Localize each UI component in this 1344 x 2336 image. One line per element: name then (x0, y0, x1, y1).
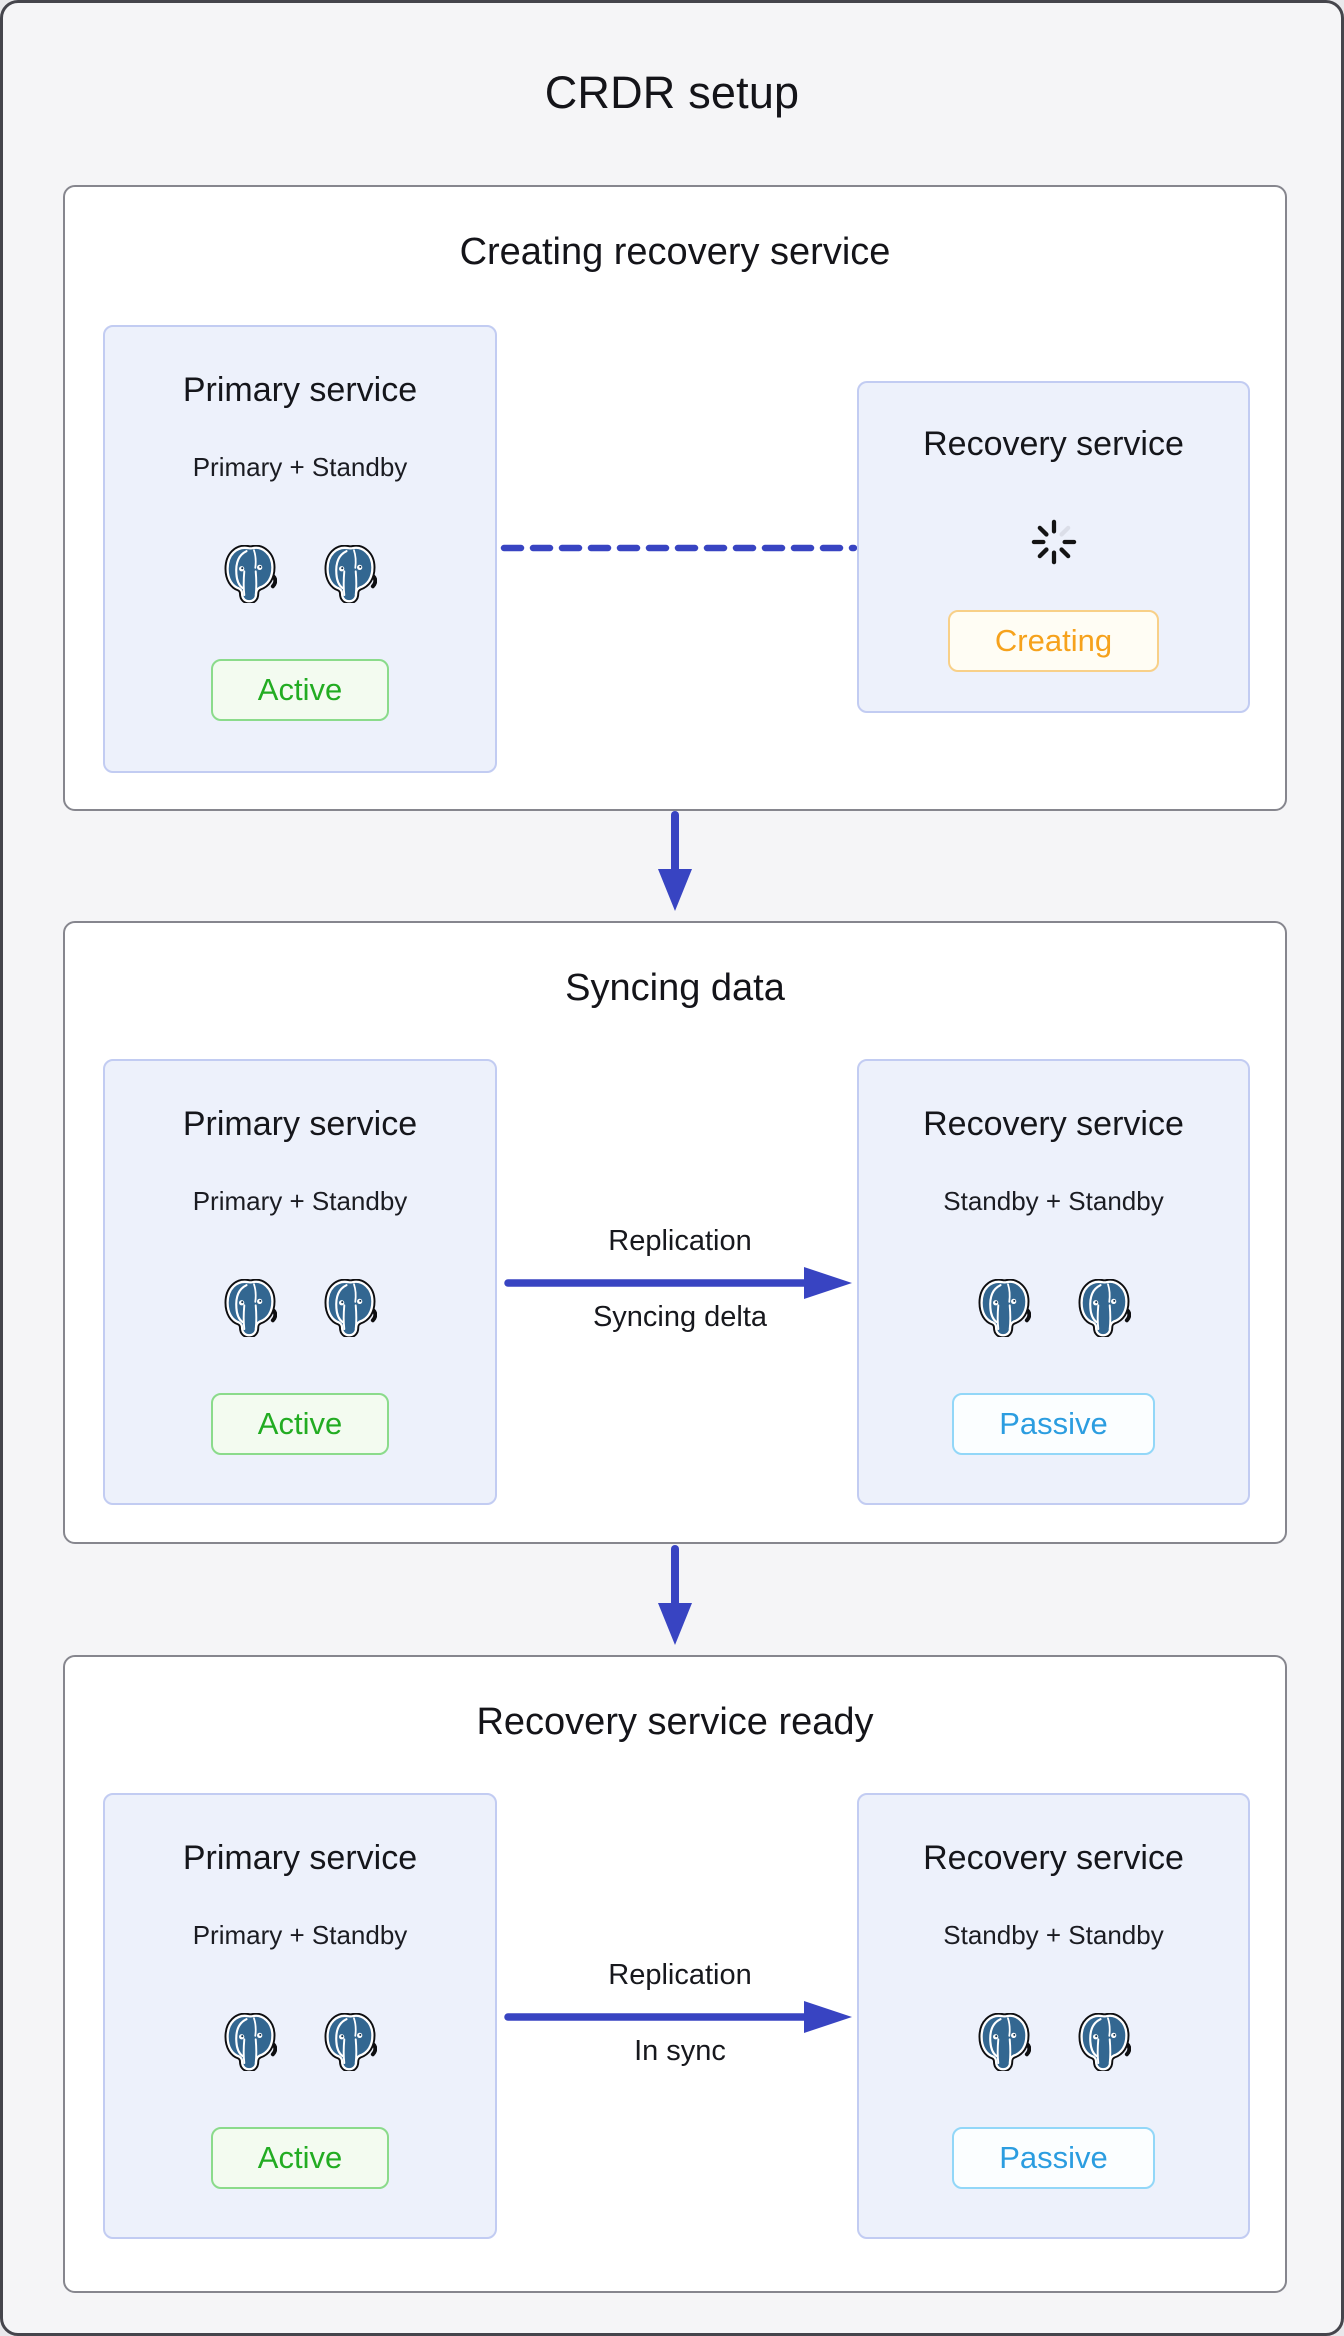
card-title: Recovery service (923, 1839, 1184, 1877)
status-badge-creating: Creating (947, 610, 1160, 672)
status-badge-active: Active (210, 2127, 390, 2189)
card-subtitle: Primary + Standby (192, 1920, 408, 1950)
primary-service-card: Primary service Primary + Standby Active (103, 1059, 497, 1505)
postgres-instance-row (859, 2013, 1248, 2071)
flow-arrow-down-icon (651, 811, 699, 915)
card-title: Recovery service (923, 425, 1184, 463)
dashed-connector (500, 544, 858, 552)
stage-title: Creating recovery service (459, 231, 891, 273)
card-subtitle: Standby + Standby (943, 1186, 1164, 1216)
recovery-service-card: Recovery service Creating (857, 381, 1250, 713)
replication-label: Replication (608, 1225, 752, 1257)
postgres-instance-row (105, 545, 495, 603)
status-badge-active: Active (210, 659, 390, 721)
card-subtitle: Primary + Standby (192, 452, 408, 482)
card-title: Primary service (182, 1105, 418, 1143)
postgres-icon (977, 2013, 1031, 2071)
spinner-wrap (859, 516, 1248, 568)
recovery-service-card: Recovery service Standby + Standby Passi… (857, 1059, 1250, 1505)
postgres-instance-row (105, 2013, 495, 2071)
sync-state-label: In sync (634, 2035, 726, 2067)
stage-syncing-data: Syncing data Primary service Primary + S… (63, 921, 1287, 1544)
page-title: CRDR setup (544, 67, 800, 118)
stage-creating-recovery-service: Creating recovery service Primary servic… (63, 185, 1287, 811)
card-title: Primary service (182, 371, 418, 409)
replication-label: Replication (608, 1959, 752, 1991)
postgres-icon (223, 2013, 277, 2071)
card-subtitle: Primary + Standby (192, 1186, 408, 1216)
stage-title: Recovery service ready (476, 1701, 874, 1743)
recovery-service-card: Recovery service Standby + Standby Passi… (857, 1793, 1250, 2239)
postgres-instance-row (859, 1279, 1248, 1337)
card-title: Recovery service (923, 1105, 1184, 1143)
primary-service-card: Primary service Primary + Standby Active (103, 325, 497, 773)
spinner-icon (1028, 516, 1080, 568)
stage-recovery-service-ready: Recovery service ready Primary service P… (63, 1655, 1287, 2293)
postgres-icon (223, 1279, 277, 1337)
postgres-icon (1077, 2013, 1131, 2071)
stage-title: Syncing data (565, 967, 785, 1009)
postgres-icon (223, 545, 277, 603)
status-badge-passive: Passive (952, 2127, 1155, 2189)
postgres-icon (323, 2013, 377, 2071)
card-title: Primary service (182, 1839, 418, 1877)
status-badge-passive: Passive (952, 1393, 1155, 1455)
postgres-instance-row (105, 1279, 495, 1337)
primary-service-card: Primary service Primary + Standby Active (103, 1793, 497, 2239)
postgres-icon (323, 1279, 377, 1337)
postgres-icon (323, 545, 377, 603)
flow-arrow-down-icon (651, 1545, 699, 1649)
sync-state-label: Syncing delta (592, 1301, 768, 1333)
postgres-icon (1077, 1279, 1131, 1337)
postgres-icon (977, 1279, 1031, 1337)
status-badge-active: Active (210, 1393, 390, 1455)
card-subtitle: Standby + Standby (943, 1920, 1164, 1950)
